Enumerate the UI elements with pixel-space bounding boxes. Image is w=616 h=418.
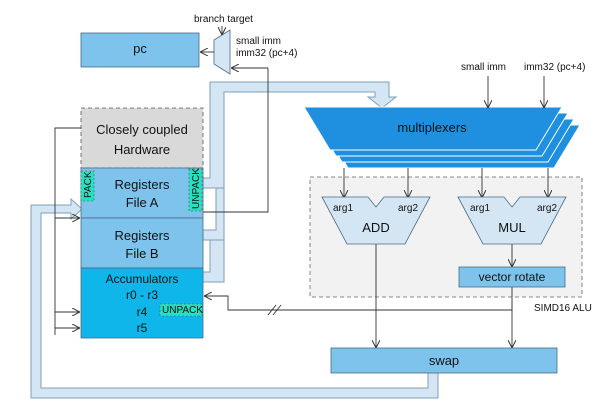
mux-layer-1 — [303, 106, 563, 151]
pc-mux — [213, 29, 231, 75]
bus-to-multiplexers — [202, 81, 398, 189]
regA-to-pc-wire — [203, 68, 269, 213]
regB-label-line1: Registers — [115, 228, 170, 243]
vector-rotate-label: vector rotate — [479, 270, 546, 284]
mul-arg1-label: arg1 — [470, 203, 490, 214]
swap-box — [330, 347, 558, 374]
branch-target-label: branch target — [194, 14, 253, 25]
unpack-label-a: UNPACK — [191, 168, 202, 209]
add-label: ADD — [362, 220, 389, 235]
acc-label-line4: r5 — [137, 321, 148, 335]
simd-alu-label: SIMD16 ALU — [534, 303, 592, 314]
unpack-tag-acc — [159, 303, 203, 317]
bus-acc-connector — [202, 239, 225, 283]
acc-label-line2: r0 - r3 — [126, 288, 158, 302]
add-arg2-label: arg2 — [398, 203, 418, 214]
cch-label-line1: Closely coupled — [96, 122, 188, 137]
unpack-tag-a — [188, 168, 203, 212]
mul-arg2-label: arg2 — [537, 203, 557, 214]
cch-label-line2: Hardware — [114, 142, 170, 157]
pc-mux-imm32: imm32 (pc+4) — [236, 48, 297, 59]
unpack-label-acc: UNPACK — [162, 305, 203, 316]
mul-to-acc-wire — [205, 296, 513, 311]
swap-label: swap — [429, 353, 459, 368]
regA-label-line2: File A — [126, 195, 159, 210]
bus-regB-connector — [202, 187, 225, 241]
register-file-a — [80, 167, 204, 219]
add-alu — [321, 196, 431, 245]
top-imm32-label: imm32 (pc+4) — [524, 62, 585, 73]
multiplexers-label: multiplexers — [397, 120, 467, 135]
mul-alu — [457, 196, 567, 245]
cch-box — [80, 107, 204, 169]
accumulators-box — [80, 267, 204, 339]
acc-label-line1: Accumulators — [106, 272, 179, 286]
pc-box — [80, 32, 200, 68]
regB-label-line2: File B — [125, 246, 158, 261]
mul-label: MUL — [498, 220, 525, 235]
pc-mux-small-imm: small imm — [236, 36, 281, 47]
top-small-imm-label: small imm — [461, 62, 506, 73]
register-file-b — [80, 217, 204, 269]
add-arg1-label: arg1 — [333, 203, 353, 214]
acc-label-line3: r4 — [137, 305, 148, 319]
pc-label: pc — [133, 41, 147, 56]
pack-label: PACK — [83, 171, 94, 198]
regA-label-line1: Registers — [115, 177, 170, 192]
pack-tag — [80, 170, 95, 202]
left-feedback-wire — [54, 127, 81, 335]
